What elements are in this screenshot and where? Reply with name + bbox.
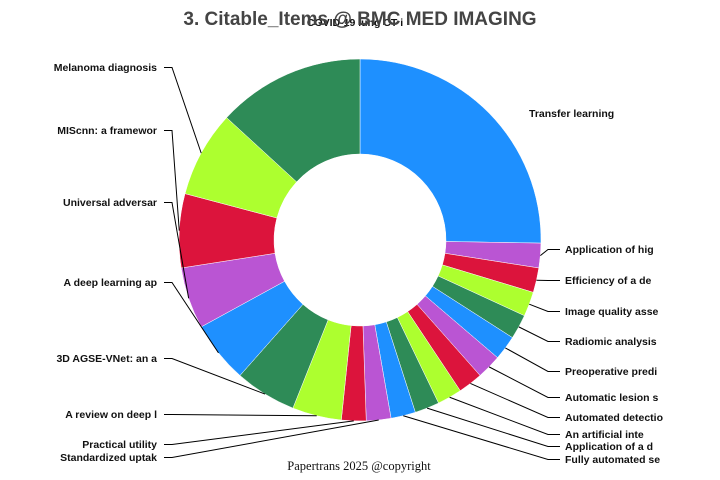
leader-line-radiomic-analysis bbox=[518, 326, 560, 342]
leader-line-standardized-uptak bbox=[164, 419, 379, 458]
slice-label-efficiency-of-a-de: Efficiency of a de bbox=[565, 275, 652, 287]
copyright-footer: Papertrans 2025 @copyright bbox=[287, 459, 431, 473]
slice-label-radiomic-analysis: Radiomic analysis bbox=[565, 336, 657, 348]
leader-line-group bbox=[164, 67, 560, 460]
slice-label-automatic-lesion-s: Automatic lesion s bbox=[565, 392, 659, 404]
slice-label-fully-automated-se: Fully automated se bbox=[565, 454, 660, 466]
slice-label-standardized-uptak: Standardized uptak bbox=[60, 452, 157, 464]
slice-label-automated-detectio: Automated detectio bbox=[565, 412, 663, 424]
leader-line-an-artificial-inte bbox=[449, 396, 560, 435]
slice-label-universal-adversar: Universal adversar bbox=[63, 197, 157, 209]
leader-line-automated-detectio bbox=[470, 382, 560, 418]
leader-line-a-review-on-deep-l bbox=[164, 414, 317, 417]
slice-covid-19-lung-ct-i bbox=[226, 58, 361, 183]
slice-label-a-review-on-deep-l: A review on deep l bbox=[65, 409, 157, 421]
leader-line-image-quality-asse bbox=[529, 303, 560, 312]
chart-title: 3. Citable_Items @ BMC MED IMAGING bbox=[183, 9, 536, 30]
leader-line-practical-utility bbox=[164, 420, 354, 445]
leader-line-melanoma-diagnosis bbox=[164, 67, 202, 154]
slice-group bbox=[178, 58, 542, 422]
leader-line-fully-automated-se bbox=[403, 415, 560, 460]
slice-label-transfer-learning: Transfer learning bbox=[529, 108, 614, 120]
slice-transfer-learning bbox=[359, 58, 542, 244]
slice-label-application-of-a-d: Application of a d bbox=[565, 441, 653, 453]
leader-line-automatic-lesion-s bbox=[488, 366, 560, 398]
slice-label-miscnn-a-framewor: MIScnn: a framewor bbox=[57, 125, 157, 137]
slice-label-melanoma-diagnosis: Melanoma diagnosis bbox=[54, 62, 157, 74]
slice-label-3d-agse-vnet-an-a: 3D AGSE-VNet: an a bbox=[56, 353, 157, 365]
leader-line-application-of-hig bbox=[540, 249, 560, 256]
leader-line-preoperative-predi bbox=[505, 347, 560, 372]
slice-label-practical-utility: Practical utility bbox=[82, 439, 157, 451]
slice-label-a-deep-learning-ap: A deep learning ap bbox=[63, 277, 157, 289]
leader-line-a-deep-learning-ap bbox=[164, 282, 219, 354]
leader-line-miscnn-a-framewor bbox=[164, 130, 180, 231]
slice-label-image-quality-asse: Image quality asse bbox=[565, 306, 659, 318]
leader-line-universal-adversar bbox=[164, 202, 190, 299]
slice-label-covid-19-lung-ct-i: COVID-19 lung CT i bbox=[307, 17, 403, 29]
slice-label-an-artificial-inte: An artificial inte bbox=[565, 429, 644, 441]
leader-line-3d-agse-vnet-an-a bbox=[164, 358, 266, 395]
slice-label-preoperative-predi: Preoperative predi bbox=[565, 366, 657, 378]
slice-label-application-of-hig: Application of hig bbox=[565, 244, 654, 256]
leader-line-application-of-a-d bbox=[426, 407, 560, 447]
